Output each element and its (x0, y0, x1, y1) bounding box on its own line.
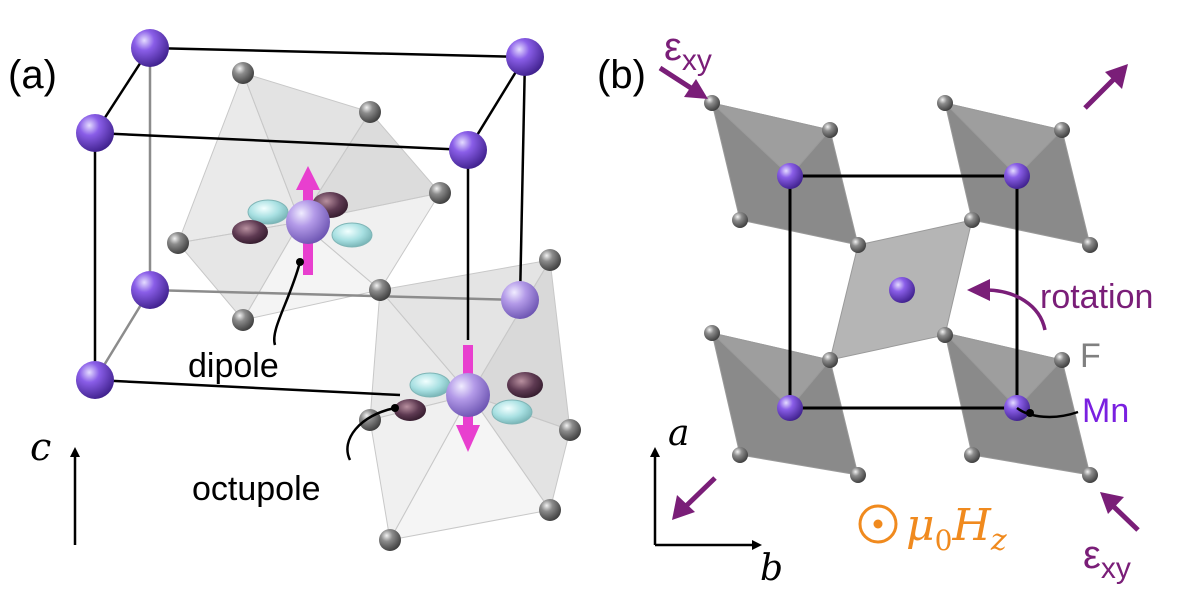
mn-label: Mn (1082, 392, 1129, 430)
f-atoms-panel-b (704, 95, 1098, 483)
strain-label-bottom: εxy (1083, 533, 1131, 585)
octupole-callout-line (346, 406, 396, 461)
octupole-orbitals-lower (394, 372, 543, 425)
strain-arrow-bottom-left (672, 476, 717, 520)
a-axis-label: a (668, 413, 689, 454)
strain-arrow-top-left (658, 65, 708, 99)
strain-arrow-top-right (1083, 64, 1128, 110)
field-direction-icon (858, 504, 898, 544)
panel-b-label: (b) (597, 53, 646, 97)
mn-atom-center-lower (446, 373, 490, 417)
mn-atoms-corners (76, 29, 544, 399)
unit-cell-square (788, 174, 1019, 410)
dipole-callout-line (272, 261, 302, 346)
strain-label-top: εxy (664, 25, 712, 77)
strain-arrow-bottom-right (1100, 492, 1140, 532)
panel-a-label: (a) (8, 53, 57, 97)
octupole-label: octupole (192, 470, 321, 508)
rotation-arrow (967, 279, 1047, 331)
octupole-orbitals-upper (232, 192, 373, 248)
mn-callout-line (1016, 406, 1079, 419)
rotation-label: rotation (1040, 278, 1153, 316)
panel-a: (a) c dipole octupole (8, 29, 581, 551)
panel-b: (b) εxy εxy rotation F Mn a b μ0Hz (597, 25, 1153, 589)
b-axis-label: b (760, 548, 783, 589)
mn-atoms-panel-b (777, 163, 1030, 421)
field-label: μ0Hz (906, 500, 1007, 558)
c-axis-label: c (30, 425, 51, 469)
dipole-label: dipole (188, 347, 279, 385)
mn-atom-center-upper (286, 200, 330, 244)
f-label: F (1080, 337, 1101, 375)
